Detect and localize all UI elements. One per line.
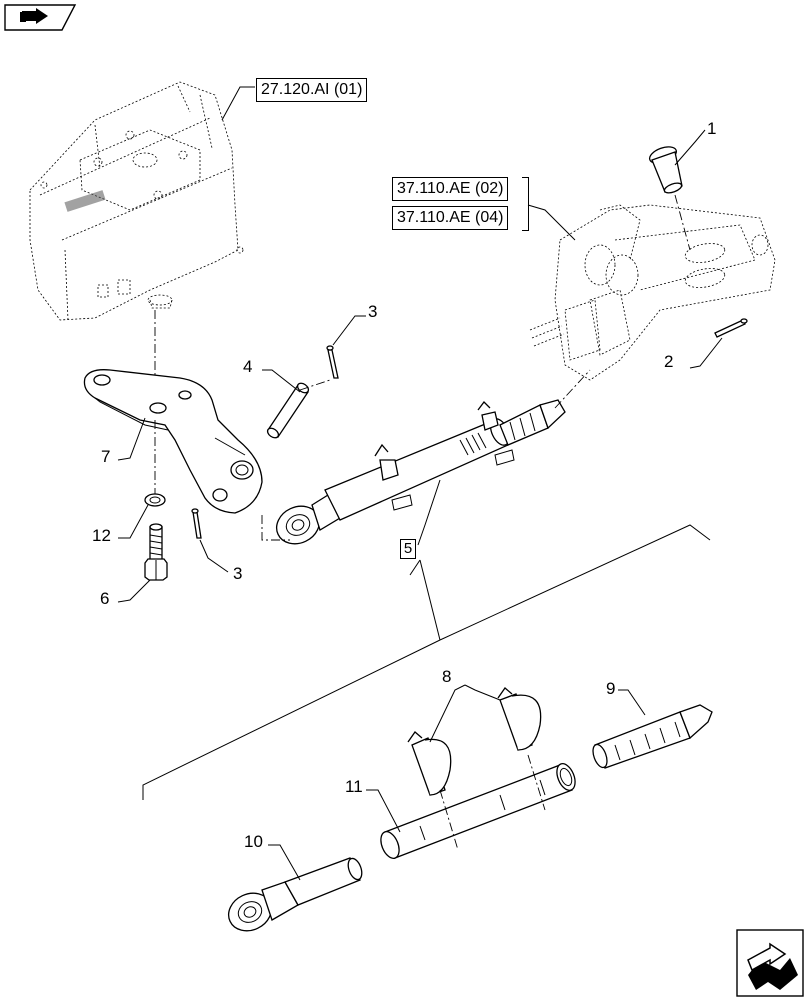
callout-12: 12 bbox=[92, 526, 111, 545]
callout-7: 7 bbox=[101, 447, 111, 466]
book-arrow-icon[interactable] bbox=[4, 4, 77, 31]
ref-bracket bbox=[522, 177, 529, 231]
linch-pin-3-lower[interactable] bbox=[191, 508, 202, 539]
callout-1: 1 bbox=[707, 119, 717, 138]
navigate-back-icon[interactable] bbox=[736, 929, 804, 997]
top-link-assembly-part-5[interactable] bbox=[270, 399, 566, 551]
callout-3-upper: 3 bbox=[368, 302, 378, 321]
linch-pin-3-upper[interactable] bbox=[326, 345, 339, 379]
axle-housing bbox=[29, 81, 244, 321]
callout-8: 8 bbox=[442, 667, 452, 686]
lynch-clip-part-8a[interactable] bbox=[407, 731, 452, 796]
linch-pin-part-2[interactable] bbox=[714, 318, 748, 338]
callout-2: 2 bbox=[664, 352, 674, 371]
ref-link-37-110-ae-04[interactable]: 37.110.AE (04) bbox=[392, 206, 509, 230]
bolt-part-6[interactable] bbox=[144, 523, 168, 581]
callout-11: 11 bbox=[345, 777, 363, 796]
ref-link-27-120-ai-01[interactable]: 27.120.AI (01) bbox=[256, 78, 368, 102]
hitch-mount-assembly bbox=[529, 204, 776, 381]
callout-3-lower: 3 bbox=[233, 564, 243, 583]
pin-part-4[interactable] bbox=[266, 381, 310, 439]
ref-link-37-110-ae-02[interactable]: 37.110.AE (02) bbox=[392, 177, 509, 201]
rod-end-part-9[interactable] bbox=[590, 704, 713, 769]
callout-10: 10 bbox=[244, 832, 263, 851]
callout-6: 6 bbox=[100, 589, 110, 608]
callout-4: 4 bbox=[243, 357, 253, 376]
washer-part-12[interactable] bbox=[144, 493, 166, 507]
rod-end-part-10[interactable] bbox=[222, 857, 364, 938]
lynch-clip-part-8b[interactable] bbox=[497, 687, 542, 751]
tube-part-11[interactable] bbox=[377, 761, 578, 861]
callout-9: 9 bbox=[606, 679, 616, 698]
clevis-pin-part-1[interactable] bbox=[647, 144, 683, 195]
callout-5: 5 bbox=[400, 539, 416, 559]
bracket-part-7[interactable] bbox=[83, 369, 263, 514]
